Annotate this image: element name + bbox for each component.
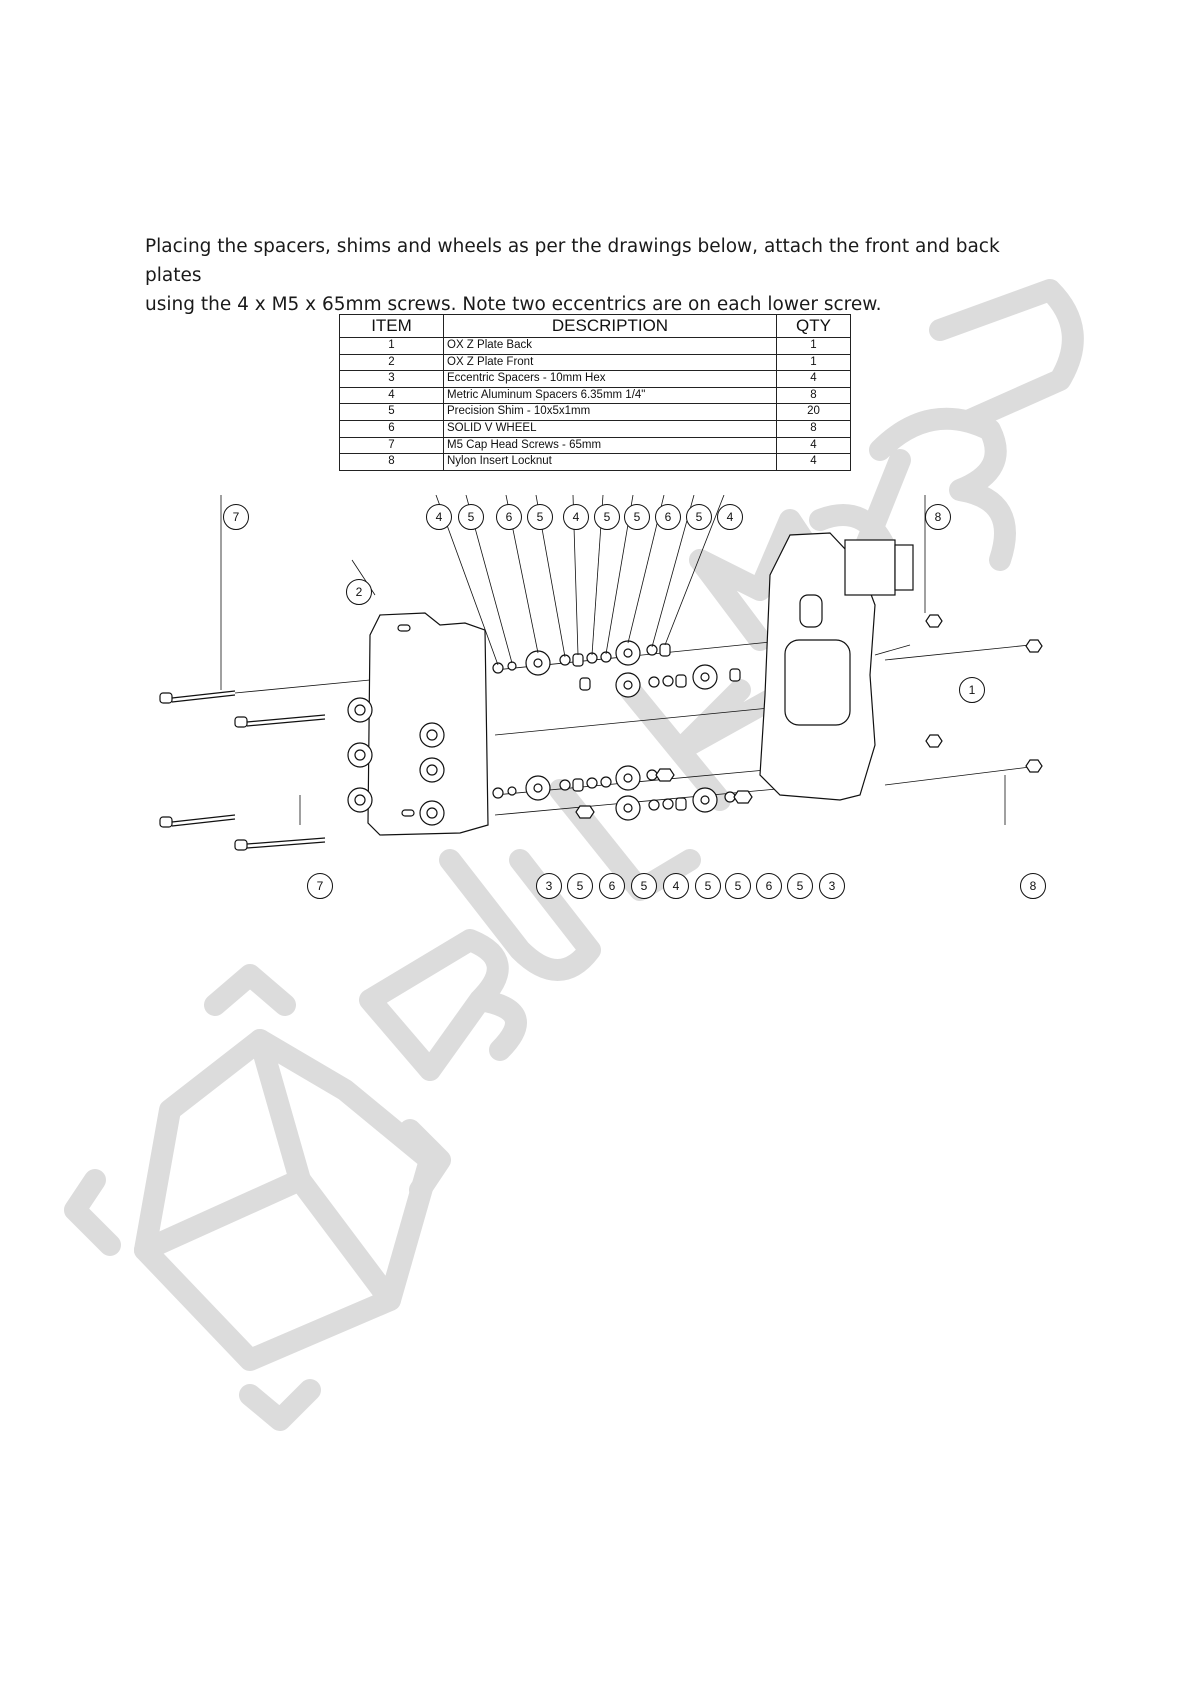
balloon-front-plate: 2 [346,579,372,605]
balloon-top-row: 6 [655,504,681,530]
balloon-bottom-row: 4 [663,873,689,899]
balloon-top-row: 4 [426,504,452,530]
bill-of-materials-table: ITEM DESCRIPTION QTY 1 OX Z Plate Back 1… [339,314,851,471]
bom-description: M5 Cap Head Screws - 65mm [443,436,777,455]
balloon-top-row: 5 [458,504,484,530]
balloon-top-row: 6 [496,504,522,530]
bom-description: Nylon Insert Locknut [443,453,777,471]
balloon-top-row: 5 [594,504,620,530]
intro-line-1: Placing the spacers, shims and wheels as… [145,236,1000,286]
bom-row: 8 Nylon Insert Locknut 4 [339,453,851,471]
intro-line-2: using the 4 x M5 x 65mm screws. Note two… [145,294,882,315]
balloon-top-row: 4 [563,504,589,530]
balloon-bottom-row: 6 [599,873,625,899]
balloon-bottom-row: 5 [725,873,751,899]
bom-header-item: ITEM [339,314,444,338]
bom-qty: 1 [776,353,851,372]
balloon-top-row: 4 [717,504,743,530]
bom-header-description: DESCRIPTION [443,314,777,338]
balloon-top-left: 7 [223,504,249,530]
bom-row: 2 OX Z Plate Front 1 [339,353,851,372]
balloon-top-right: 8 [925,504,951,530]
balloon-back-plate: 1 [959,677,985,703]
back-plate-shape [759,532,876,801]
balloon-bottom-left: 7 [307,873,333,899]
balloon-bottom-row: 5 [787,873,813,899]
bom-row: 1 OX Z Plate Back 1 [339,337,851,355]
balloon-bottom-row: 5 [631,873,657,899]
balloon-bottom-row: 5 [567,873,593,899]
balloon-top-row: 5 [686,504,712,530]
bom-header-row: ITEM DESCRIPTION QTY [339,314,851,338]
balloon-bottom-row: 6 [756,873,782,899]
bom-qty: 4 [776,453,851,471]
balloon-bottom-right: 8 [1020,873,1046,899]
bom-description: Metric Aluminum Spacers 6.35mm 1/4" [443,386,777,405]
balloon-top-row: 5 [624,504,650,530]
bom-header-qty: QTY [776,314,851,338]
intro-paragraph: Placing the spacers, shims and wheels as… [145,232,1045,319]
balloon-top-row: 5 [527,504,553,530]
bom-row: 4 Metric Aluminum Spacers 6.35mm 1/4" 8 [339,386,851,405]
balloon-bottom-row: 3 [819,873,845,899]
bom-row: 6 SOLID V WHEEL 8 [339,419,851,438]
bom-description: OX Z Plate Front [443,353,777,372]
balloon-bottom-row: 3 [536,873,562,899]
balloon-bottom-row: 5 [695,873,721,899]
exploded-assembly-drawing: 7 [159,495,1043,851]
